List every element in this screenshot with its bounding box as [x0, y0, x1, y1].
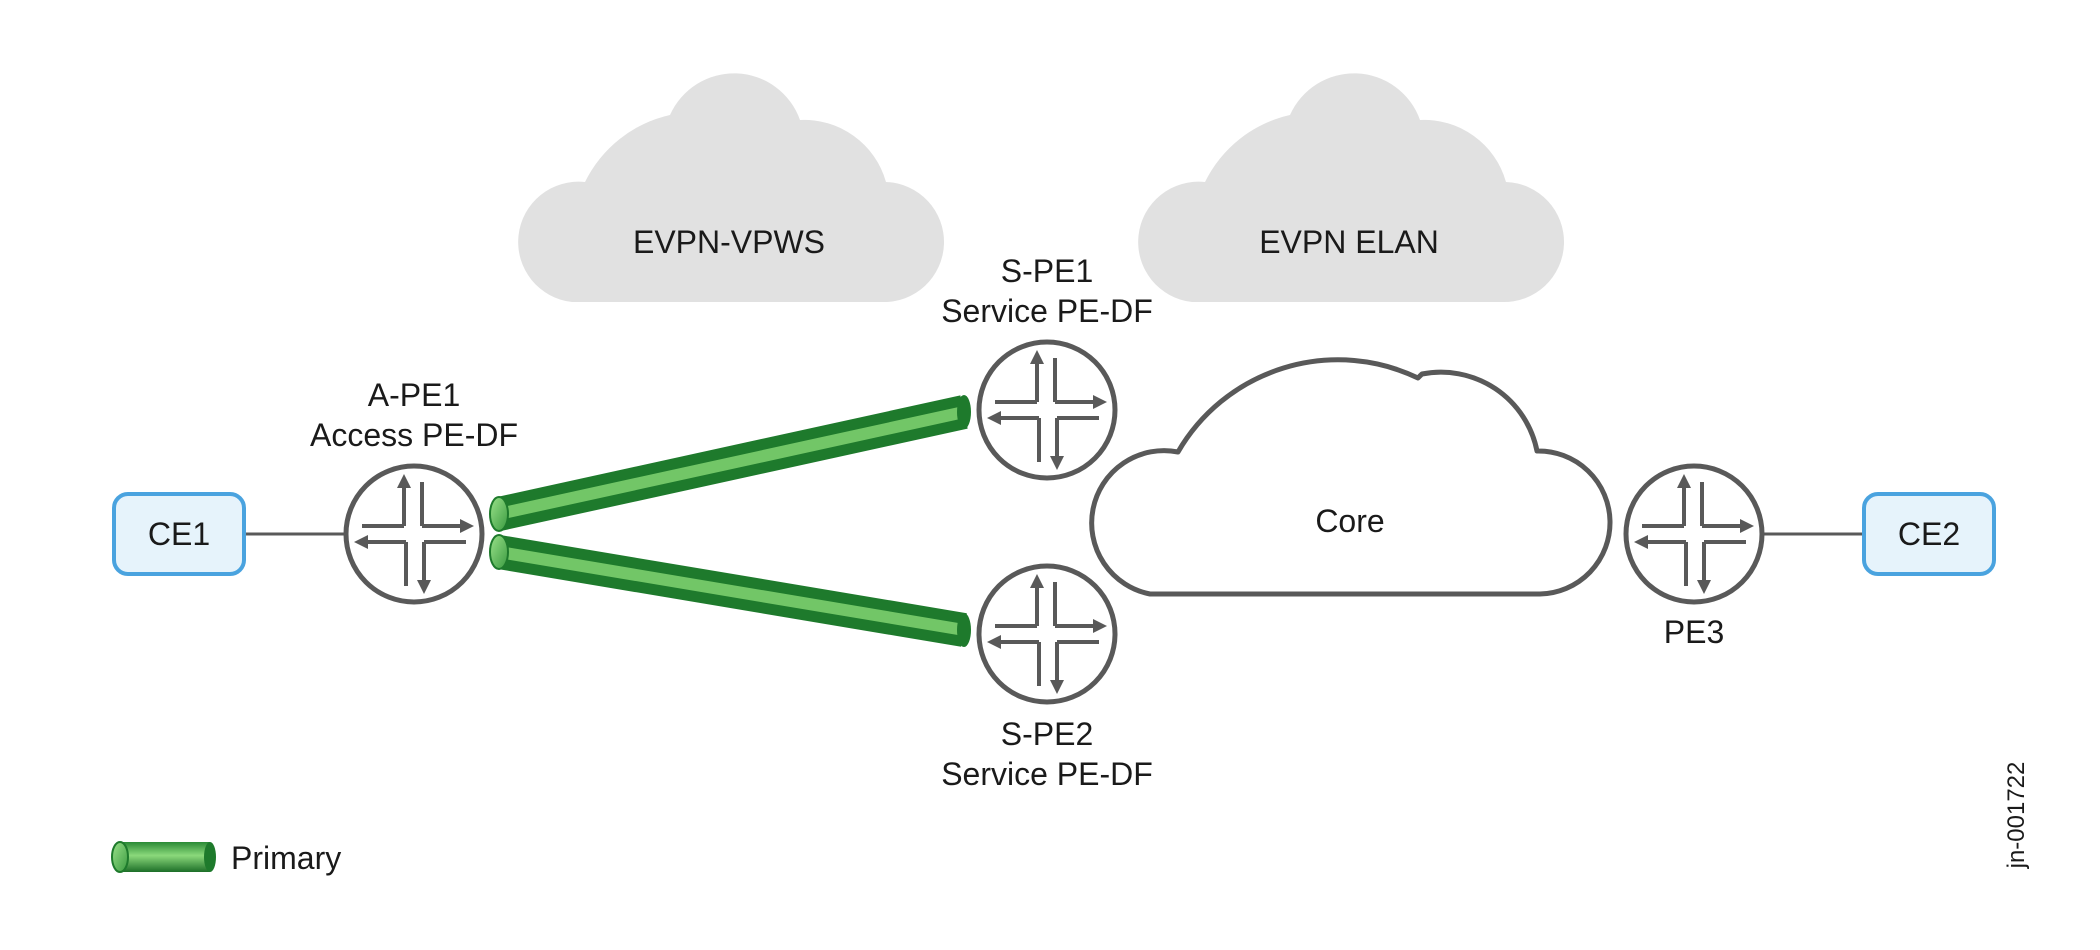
ce2-label: CE2 — [1898, 516, 1960, 552]
spe2-role: Service PE-DF — [941, 756, 1153, 792]
spe2-name: S-PE2 — [1001, 716, 1093, 752]
ce1-label: CE1 — [148, 516, 210, 552]
evpn-vpws-label: EVPN-VPWS — [633, 224, 825, 260]
legend: Primary — [111, 840, 341, 876]
spe1-role: Service PE-DF — [941, 293, 1153, 329]
figure-id: jn-001722 — [2003, 762, 2030, 870]
evpn-vpws-cloud: EVPN-VPWS — [518, 73, 945, 303]
spe2-router[interactable] — [979, 566, 1115, 702]
router-icon — [979, 566, 1115, 702]
spe1-name: S-PE1 — [1001, 253, 1093, 289]
ce1-node[interactable]: CE1 — [112, 492, 246, 576]
legend-primary-label: Primary — [231, 840, 341, 876]
ce2-node[interactable]: CE2 — [1862, 492, 1996, 576]
legend-primary-swatch — [111, 841, 216, 873]
pe3-router[interactable] — [1626, 466, 1762, 602]
core-label: Core — [1315, 503, 1384, 539]
primary-tunnel-ape1-spe2 — [489, 534, 971, 647]
router-icon — [979, 342, 1115, 478]
ape1-role: Access PE-DF — [310, 417, 518, 453]
primary-tunnel-ape1-spe1 — [489, 395, 971, 532]
spe1-router[interactable] — [979, 342, 1115, 478]
core-cloud: Core — [1089, 357, 1613, 597]
evpn-elan-cloud: EVPN ELAN — [1138, 73, 1565, 303]
evpn-elan-label: EVPN ELAN — [1259, 224, 1439, 260]
pe3-name: PE3 — [1664, 614, 1724, 650]
ape1-router[interactable] — [346, 466, 482, 602]
ape1-name: A-PE1 — [368, 377, 460, 413]
router-icon — [346, 466, 482, 602]
router-icon — [1626, 466, 1762, 602]
